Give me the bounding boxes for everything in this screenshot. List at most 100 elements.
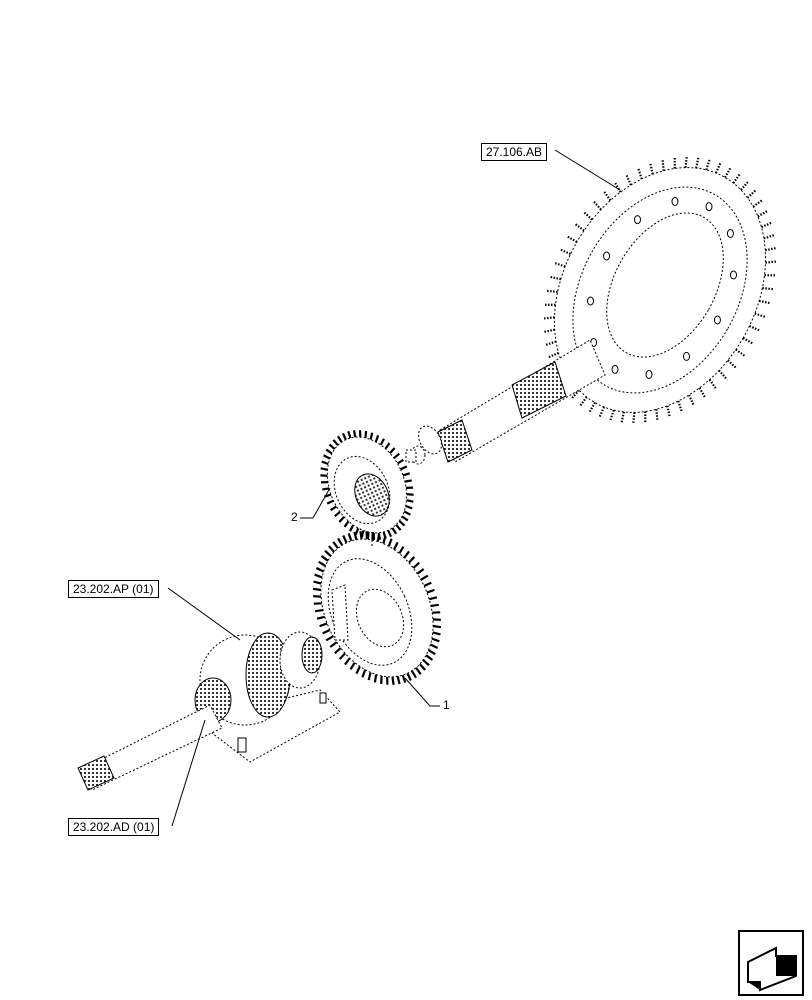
gear-2-tooth	[401, 515, 409, 522]
gear-1-tooth	[423, 581, 432, 588]
gear-2-tooth	[402, 472, 411, 477]
gear-2-tooth	[321, 460, 329, 466]
gear-2-tooth	[406, 493, 414, 496]
gear-2-tooth	[406, 499, 414, 503]
gear-1-tooth	[373, 674, 378, 683]
gear-1-tooth	[387, 538, 393, 547]
reference-callout-ring-gear[interactable]: 27.106.AB	[481, 143, 548, 161]
ring-gear-tooth	[708, 378, 718, 390]
ring-gear-tooth	[724, 166, 732, 178]
ring-gear-tooth	[632, 412, 636, 425]
ring-gear-tooth	[573, 222, 585, 232]
gear-2-tooth	[347, 431, 352, 439]
ring-gear-tooth	[740, 180, 750, 191]
gear-2-tooth	[326, 499, 334, 505]
ring-gear-tooth	[763, 233, 776, 240]
ring-gear-tooth	[625, 173, 632, 186]
gear-1-tooth	[319, 622, 328, 628]
gear-1-tooth	[396, 676, 401, 685]
gear-1-tooth	[359, 531, 363, 540]
gear-1-tooth	[328, 545, 336, 553]
gear-2-tooth	[343, 520, 350, 528]
ring-gear-tooth	[688, 394, 695, 407]
ring-gear-tooth	[714, 161, 722, 174]
gear-1-tooth	[325, 635, 334, 642]
ring-gear-bolt-hole	[603, 251, 611, 261]
ring-gear-bolt-hole	[645, 370, 653, 379]
gear-1-tooth	[355, 665, 361, 675]
gear-1-tooth	[429, 643, 439, 649]
gear-1-tooth	[314, 608, 324, 613]
ring-gear-tooth	[565, 235, 578, 243]
gear-1-tooth	[361, 669, 367, 678]
ring-gear-tooth	[544, 340, 557, 347]
item-number-1: 1	[443, 698, 450, 712]
gear-1-tooth	[338, 652, 346, 660]
ring-gear-tooth	[545, 289, 558, 294]
ring-gear-tooth	[649, 162, 654, 175]
gear-2-tooth	[393, 452, 400, 460]
gear-2-tooth	[323, 454, 331, 460]
gear-2-tooth	[387, 529, 393, 538]
gear-2-tooth	[341, 432, 347, 441]
ring-gear-tooth	[735, 348, 747, 358]
gear-1-tooth	[416, 568, 425, 575]
gear-1-tooth	[428, 596, 438, 601]
ring-gear-tooth	[677, 400, 684, 413]
ring-gear-bolt-hole	[705, 202, 713, 212]
gear-1-tooth	[353, 531, 358, 540]
gear-1-tooth	[410, 670, 417, 679]
gear-1-tooth	[403, 550, 410, 559]
next-page-button[interactable]	[738, 930, 804, 996]
next-page-arrow-icon	[747, 946, 797, 992]
ring-gear-tooth	[749, 324, 761, 332]
gear-1-tooth	[367, 672, 372, 681]
gear-1-tooth	[391, 676, 395, 685]
ring-gear-tooth	[598, 406, 606, 419]
gear-2-tooth	[336, 435, 343, 443]
gear-1-tooth	[334, 647, 342, 655]
item-number-2: 2	[291, 510, 298, 524]
ring-gear-tooth	[613, 181, 622, 193]
ring-gear-tooth	[592, 199, 602, 211]
ring-gear-tooth	[761, 221, 773, 229]
gear-1-tooth	[324, 549, 332, 557]
gear-2-tooth	[352, 430, 357, 438]
gear-1-tooth	[420, 574, 429, 581]
ring-gear-tooth	[757, 209, 769, 218]
input-shaft	[77, 704, 223, 791]
reference-callout-reduction-assembly[interactable]: 23.202.AP (01)	[68, 580, 159, 598]
ring-gear-tooth	[718, 369, 728, 381]
ring-gear-tooth	[765, 246, 778, 252]
ring-gear-tooth	[727, 359, 738, 370]
gear-2-tooth	[404, 479, 412, 483]
ring-gear-tooth	[542, 316, 555, 320]
gear-1-tooth	[408, 556, 416, 564]
leader-input-shaft	[171, 719, 206, 827]
ring-gear-bolt-hole	[587, 296, 594, 306]
ring-gear-tooth	[742, 337, 755, 345]
gear-2-tooth	[366, 531, 370, 540]
gear-1-tooth	[406, 672, 412, 681]
gear-1-tooth	[418, 663, 426, 671]
gear-1-tooth	[318, 560, 327, 567]
reference-callout-input-shaft[interactable]: 23.202.AD (01)	[68, 818, 160, 836]
gear-1-tooth	[393, 541, 399, 551]
gear-1-tooth	[376, 533, 381, 542]
ring-gear-tooth	[666, 405, 671, 418]
ring-gear-tooth	[655, 409, 659, 422]
ring-gear-tooth	[698, 387, 707, 399]
gear-1-tooth	[432, 624, 442, 629]
gear-1-tooth	[412, 561, 420, 569]
gear-2-tooth	[389, 447, 396, 454]
gear-2-tooth	[369, 432, 374, 440]
gear-1-tooth	[313, 580, 322, 585]
gear-2-tooth	[400, 465, 408, 471]
ring-gear-tooth	[547, 351, 559, 359]
ring-gear-tooth	[758, 299, 772, 305]
gear-2-tooth	[320, 467, 328, 471]
gear-2-tooth	[384, 442, 391, 450]
gear-1-tooth	[316, 615, 326, 620]
ring-gear-tooth	[695, 156, 700, 169]
